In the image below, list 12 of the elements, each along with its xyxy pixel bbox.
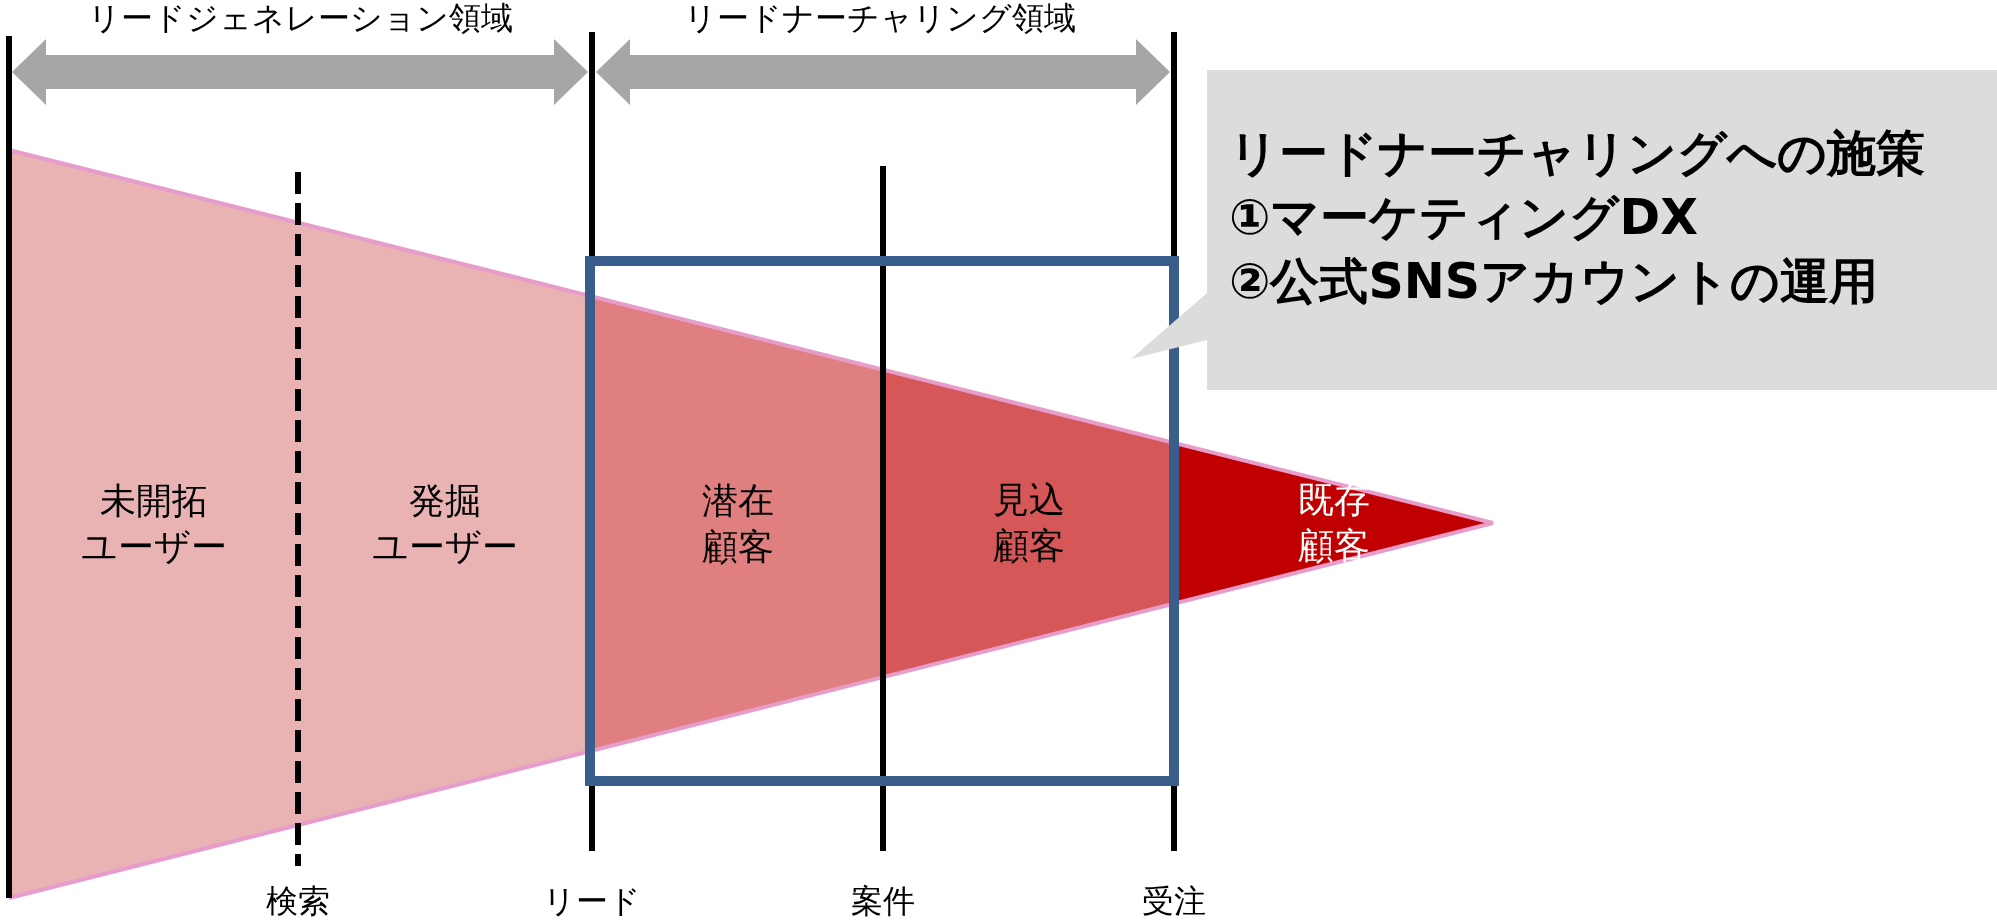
segment-label: 既存顧客	[1297, 478, 1370, 569]
segment-label: 発掘ユーザー	[372, 478, 518, 569]
funnel-segment	[592, 296, 883, 751]
callout-heading: リードナーチャリングへの施策	[1229, 124, 1925, 184]
callout-box	[1131, 70, 1997, 390]
segment-label: 潜在顧客	[701, 478, 774, 569]
span-label: リードナーチャリング領域	[683, 0, 1077, 36]
callout-item: ①マーケティングDX	[1229, 188, 1699, 248]
segment-label: 未開拓ユーザー	[80, 479, 227, 569]
span-label: リードジェネレーション領域	[86, 0, 514, 36]
callout-item: ②公式SNSアカウントの運用	[1229, 252, 1880, 312]
segment-label: 見込顧客	[992, 478, 1065, 569]
